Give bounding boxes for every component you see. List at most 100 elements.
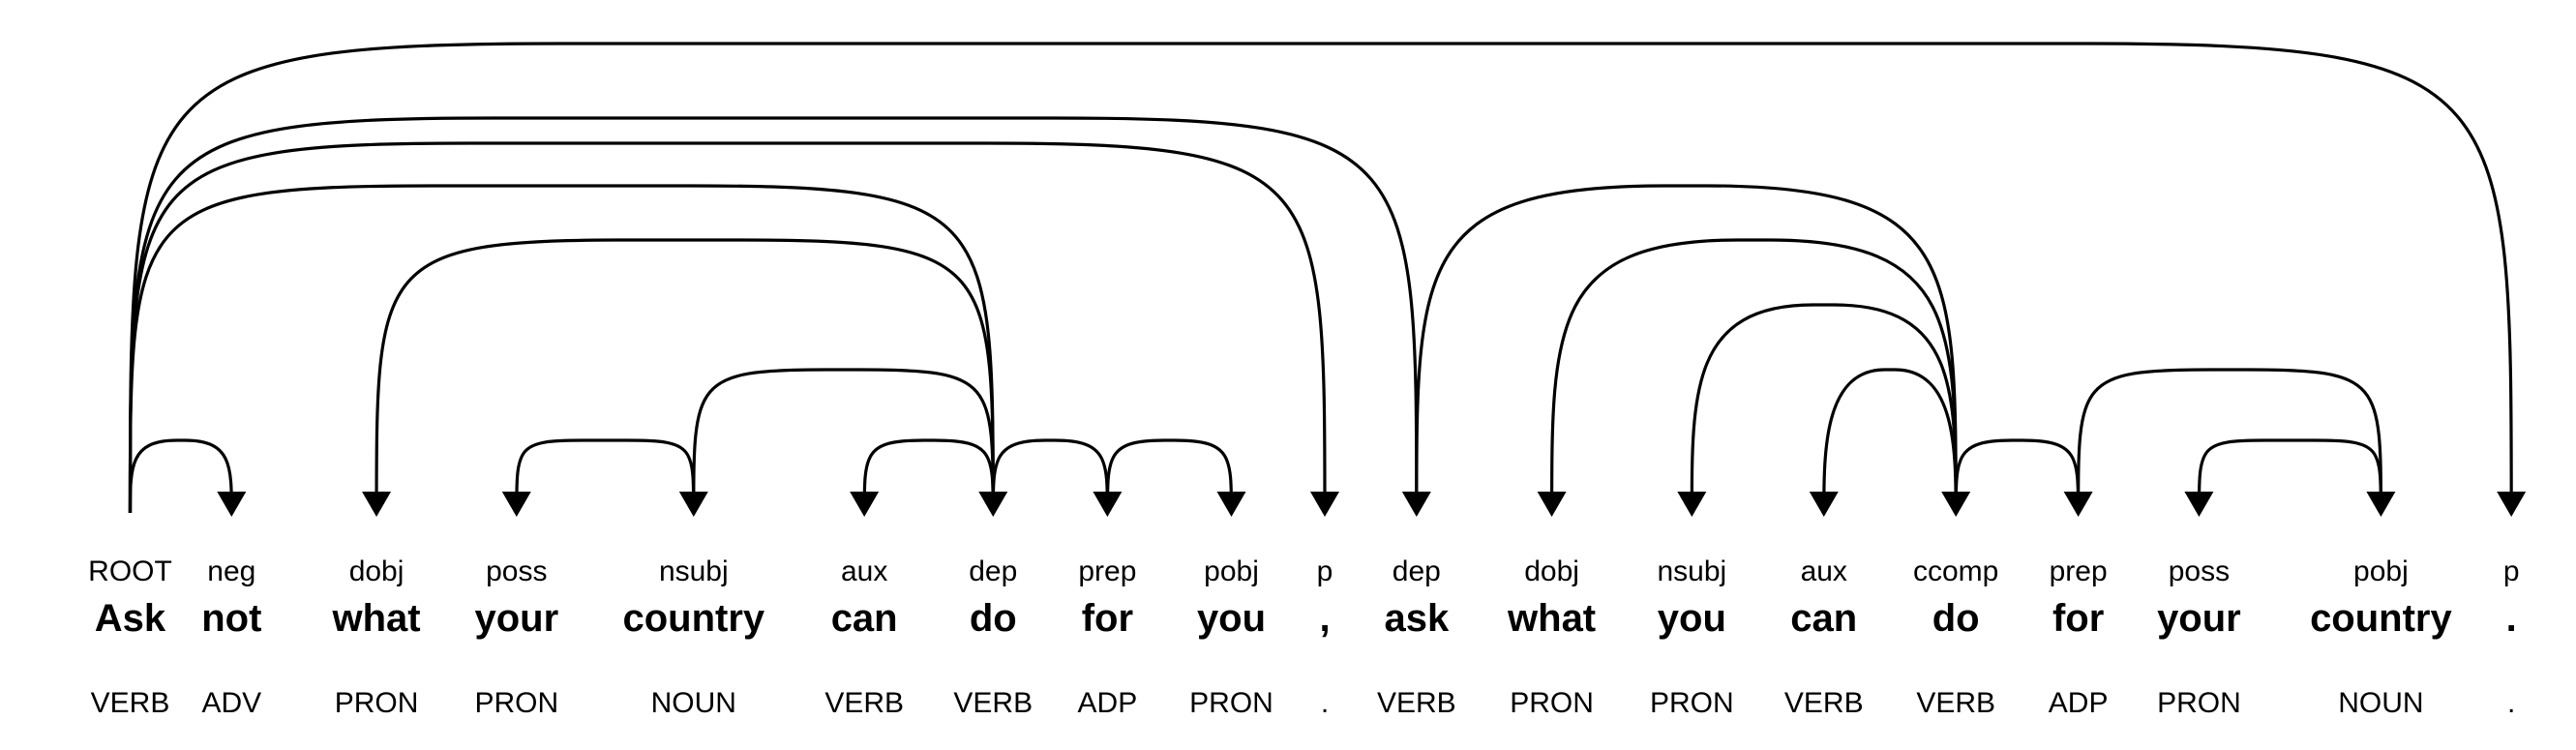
arc-curve bbox=[1690, 303, 1958, 514]
arrow-head bbox=[501, 492, 531, 517]
pos-tag: PRON bbox=[2157, 687, 2241, 719]
dependency-arc[interactable] bbox=[128, 141, 1339, 517]
arc-curve bbox=[374, 238, 995, 514]
token-word[interactable]: country bbox=[622, 597, 764, 640]
token-word[interactable]: do bbox=[970, 597, 1017, 640]
dependency-arc[interactable] bbox=[128, 42, 2527, 517]
pos-tag: NOUN bbox=[2338, 687, 2423, 719]
dep-label: aux bbox=[841, 555, 887, 587]
dep-label: aux bbox=[1801, 555, 1847, 587]
dependency-arc[interactable] bbox=[991, 438, 1123, 517]
dep-label: ROOT bbox=[88, 555, 172, 587]
pos-tag: . bbox=[2507, 687, 2515, 719]
arrow-head bbox=[1310, 492, 1339, 517]
arrow-head bbox=[850, 492, 880, 517]
pos-tag: PRON bbox=[474, 687, 558, 719]
token-word[interactable]: your bbox=[474, 597, 558, 640]
arc-curve bbox=[2197, 438, 2383, 514]
dep-label: p bbox=[1317, 555, 1333, 587]
dependency-arc[interactable] bbox=[1677, 303, 1958, 517]
pos-tag: NOUN bbox=[651, 687, 736, 719]
arc-curve bbox=[991, 438, 1109, 514]
token-word[interactable]: you bbox=[1197, 597, 1266, 640]
pos-tag: ADV bbox=[201, 687, 261, 719]
arc-curve bbox=[128, 116, 1419, 514]
arc-curve bbox=[128, 42, 2513, 514]
pos-tag: ADP bbox=[2049, 687, 2109, 719]
pos-tag-layer: VERB ADV PRON PRON NOUN VERB VERB ADP PRON. VERB P… bbox=[91, 687, 2516, 719]
token-word[interactable]: for bbox=[1082, 597, 1133, 640]
arrow-head bbox=[2366, 492, 2396, 517]
dep-label: dep bbox=[969, 555, 1017, 587]
pos-tag: VERB bbox=[1916, 687, 1995, 719]
dependency-arc[interactable] bbox=[2184, 438, 2383, 517]
token-word[interactable]: . bbox=[2506, 597, 2517, 640]
dep-label: prep bbox=[1078, 555, 1136, 587]
token-word[interactable]: , bbox=[1319, 597, 1330, 640]
dependency-arc[interactable] bbox=[678, 368, 995, 517]
arc-curve bbox=[128, 141, 1327, 514]
dep-label: pobj bbox=[1204, 555, 1259, 587]
pos-tag: VERB bbox=[953, 687, 1033, 719]
token-word[interactable]: what bbox=[1507, 597, 1596, 640]
dep-label: prep bbox=[2050, 555, 2108, 587]
token-word[interactable]: your bbox=[2157, 597, 2241, 640]
pos-tag: VERB bbox=[91, 687, 170, 719]
dependency-arc[interactable] bbox=[128, 116, 1431, 517]
dep-label: ccomp bbox=[1913, 555, 1998, 587]
dependency-arc[interactable] bbox=[1809, 368, 1958, 517]
dependency-arc[interactable] bbox=[1105, 438, 1246, 517]
arc-curve bbox=[515, 438, 696, 514]
pos-tag: PRON bbox=[1189, 687, 1273, 719]
arc-curve bbox=[1549, 238, 1958, 514]
arrow-head bbox=[1677, 492, 1707, 517]
dep-label: nsubj bbox=[1657, 555, 1726, 587]
dep-label: dobj bbox=[1524, 555, 1579, 587]
dep-label: p bbox=[2503, 555, 2520, 587]
token-word[interactable]: do bbox=[1932, 597, 1980, 640]
arc-curve bbox=[2077, 368, 2383, 514]
pos-tag: PRON bbox=[1510, 687, 1594, 719]
pos-tag: ADP bbox=[1078, 687, 1138, 719]
token-word[interactable]: can bbox=[831, 597, 898, 640]
dependency-arc[interactable] bbox=[2077, 368, 2396, 517]
token-word[interactable]: what bbox=[331, 597, 420, 640]
dep-label: neg bbox=[207, 555, 255, 587]
arrow-head bbox=[1216, 492, 1246, 517]
arrow-head bbox=[362, 492, 392, 517]
token-word[interactable]: not bbox=[201, 597, 261, 640]
dep-label: dep bbox=[1393, 555, 1441, 587]
dep-label: nsubj bbox=[659, 555, 729, 587]
dependency-arc[interactable] bbox=[850, 438, 995, 517]
arc-curve bbox=[1105, 438, 1234, 514]
arc-curve bbox=[692, 368, 995, 514]
dependency-arc[interactable] bbox=[128, 438, 247, 517]
arrow-head bbox=[1537, 492, 1567, 517]
dependency-arc[interactable] bbox=[501, 438, 696, 517]
arc-curve bbox=[128, 184, 995, 514]
token-word[interactable]: you bbox=[1658, 597, 1726, 640]
arc-curve bbox=[862, 438, 995, 514]
dependency-arc[interactable] bbox=[1954, 438, 2093, 517]
pos-tag: VERB bbox=[1377, 687, 1456, 719]
token-word[interactable]: ask bbox=[1384, 597, 1449, 640]
dependency-arc[interactable] bbox=[128, 184, 1008, 517]
arrow-head bbox=[1809, 492, 1839, 517]
dependency-arc[interactable] bbox=[362, 238, 995, 517]
arc-layer bbox=[128, 42, 2527, 517]
arrow-head bbox=[2184, 492, 2214, 517]
arrow-head bbox=[2497, 492, 2527, 517]
pos-tag: PRON bbox=[335, 687, 419, 719]
dependency-arc[interactable] bbox=[1537, 238, 1958, 517]
arrow-head bbox=[217, 492, 247, 517]
dep-label: poss bbox=[486, 555, 547, 587]
token-word[interactable]: country bbox=[2310, 597, 2452, 640]
token-word[interactable]: Ask bbox=[95, 597, 166, 640]
arc-curve bbox=[1954, 438, 2081, 514]
arc-curve bbox=[1822, 368, 1958, 514]
pos-tag: PRON bbox=[1650, 687, 1734, 719]
token-word[interactable]: for bbox=[2052, 597, 2104, 640]
token-word[interactable]: can bbox=[1790, 597, 1857, 640]
